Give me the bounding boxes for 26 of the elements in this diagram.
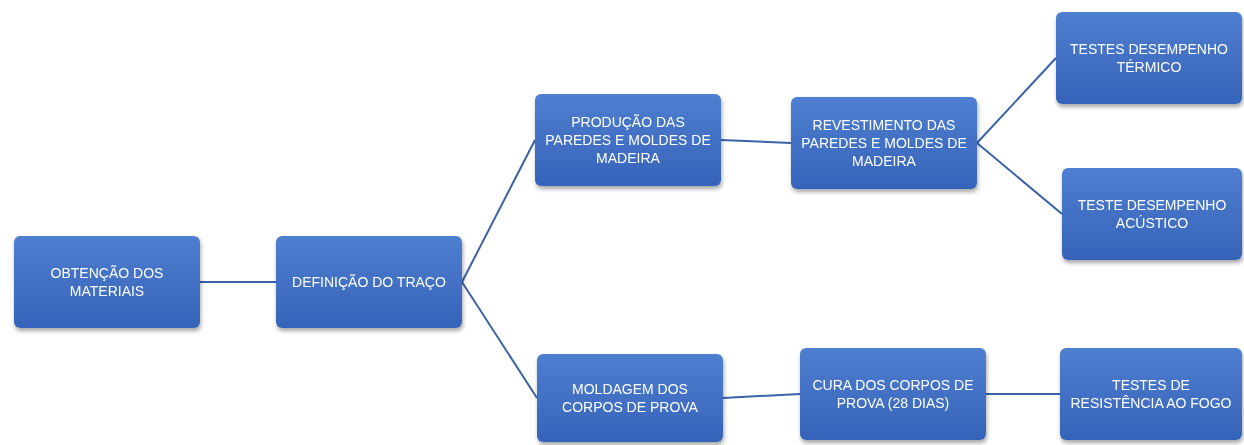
box-label: TESTES DESEMPENHO TÉRMICO: [1069, 39, 1229, 77]
connector-line: [199, 281, 277, 283]
process-box: [1056, 12, 1242, 104]
process-box: [800, 348, 986, 440]
process-box: [791, 97, 977, 189]
process-box: [14, 236, 200, 328]
connector-line: [461, 139, 536, 283]
box-label: TESTES DE RESISTÊNCIA AO FOGO: [1069, 375, 1233, 413]
connector-line: [985, 393, 1061, 395]
box-label: DEFINIÇÃO DO TRAÇO: [292, 272, 446, 292]
box-label: PRODUÇÃO DAS PAREDES E MOLDES DE MADEIRA: [544, 112, 712, 168]
connector-line: [722, 393, 801, 399]
box-label: MOLDAGEM DOS CORPOS DE PROVA: [561, 379, 699, 417]
connector-line: [720, 139, 792, 144]
box-label: OBTENÇÃO DOS MATERIAIS: [49, 263, 165, 301]
box-label: REVESTIMENTO DAS PAREDES E MOLDES DE MADEIRA: [800, 115, 968, 171]
process-box: [276, 236, 462, 328]
process-box: [535, 94, 721, 186]
connector-line: [461, 281, 538, 399]
process-box: [1062, 168, 1242, 260]
box-label: CURA DOS CORPOS DE PROVA (28 DIAS): [811, 375, 975, 413]
box-label: TESTE DESEMPENHO ACÚSTICO: [1076, 195, 1228, 233]
process-box: [537, 354, 723, 442]
connector-line: [976, 57, 1057, 144]
process-box: [1060, 348, 1242, 440]
connector-line: [976, 142, 1063, 215]
